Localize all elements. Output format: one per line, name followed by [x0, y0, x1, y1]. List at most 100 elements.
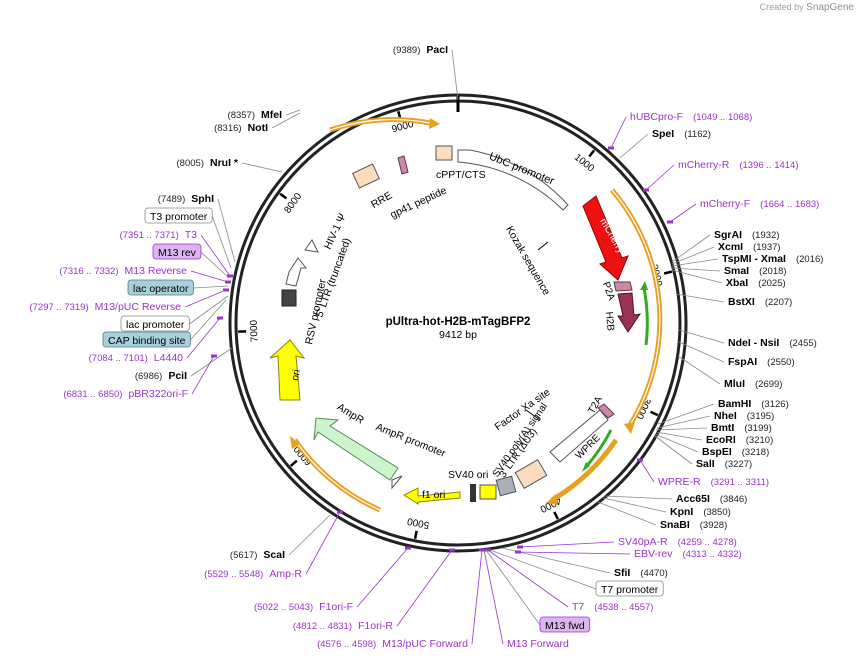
primer-leader-m13-puc-reverse — [184, 289, 227, 308]
primer-t3: T3 — [185, 229, 197, 241]
enzyme-mlui: MluI — [724, 378, 745, 390]
boxed-frame-m13-rev — [152, 243, 202, 260]
tick-6000 — [289, 459, 298, 467]
plasmid-name: pUltra-hot-H2B-mTagBFP2 — [386, 316, 531, 328]
enzyme-xbai: XbaI — [726, 277, 748, 289]
leader-xcmi — [671, 246, 715, 265]
primer-mark-hubcpro-f — [608, 146, 614, 150]
primer-leader-f1ori-f — [356, 547, 409, 608]
leader-sali — [654, 435, 693, 465]
enzyme-pos-sali: (3227) — [725, 459, 752, 470]
backbone-outer — [228, 93, 688, 553]
enzyme-scai: ScaI — [263, 549, 285, 561]
enzyme-bspei: BspEI — [702, 446, 732, 458]
wpre-feature — [549, 409, 609, 463]
primer-f1ori-f: F1ori-F — [319, 601, 353, 613]
primer-mark-mcherry-f — [667, 220, 673, 224]
boxed-frame-cap-site — [102, 331, 191, 348]
rre-label: RRE — [369, 189, 394, 210]
h2b-feature — [617, 292, 642, 333]
snapgene-logo: SnapGene — [806, 2, 854, 13]
leader-spei — [619, 133, 649, 159]
rsv-promoter-feature — [281, 289, 297, 307]
green-arrowhead-upper — [640, 281, 648, 290]
leader-kpni — [602, 497, 667, 513]
primer-m13-puc-forward: M13/pUC Forward — [382, 638, 468, 650]
primer-range-amp-r: (5529 .. 5548) — [204, 569, 263, 580]
enzyme-pos-mlui: (2699) — [755, 379, 782, 390]
enzyme-pos-ecori: (3210) — [746, 435, 773, 446]
leader-pcii — [190, 347, 233, 377]
enzyme-pos-sphi: (7489) — [158, 194, 185, 205]
ampr-promoter-feature — [391, 475, 403, 490]
leader-acc65i — [603, 495, 673, 500]
tick-label-7000: 7000 — [249, 319, 261, 342]
cppt-label: cPPT/CTS — [436, 169, 486, 181]
tick-label-8000: 8000 — [282, 191, 304, 216]
gp41-label: gp41 peptide — [388, 184, 448, 221]
primer-leader-l4440 — [186, 317, 221, 359]
enzyme-pos-mfei: (8357) — [228, 110, 255, 121]
primer-sv40pa-r: SV40pA-R — [618, 536, 668, 548]
boxed-cap-site: CAP binding site — [108, 335, 186, 347]
enzyme-pos-tspmi-xmai: (2016) — [796, 254, 823, 265]
primer-leader-mcherry-f — [669, 203, 697, 223]
primer-mark-amp-r — [337, 510, 343, 514]
tick-3000 — [650, 410, 659, 417]
leader-fspai — [678, 341, 725, 363]
green-arrowhead-lower — [582, 462, 590, 472]
boxed-leader-m13-fwd — [485, 549, 541, 626]
enzyme-noti: NotI — [248, 122, 268, 134]
enzyme-sali: SalI — [696, 458, 715, 470]
snapgene-watermark: Created by SnapGene — [759, 2, 854, 13]
leader-ecori — [655, 431, 703, 441]
primer-range-pbr322ori-f: (6831 .. 6850) — [63, 389, 122, 400]
enzyme-pos-bmti: (3199) — [744, 423, 771, 434]
primer-mark-f1ori-f — [405, 546, 411, 550]
enzyme-ecori: EcoRI — [706, 434, 736, 446]
boxed-lac-operator: lac operator — [133, 283, 189, 295]
ori-label: ori — [290, 369, 303, 382]
plasmid-length: 9412 bp — [439, 329, 477, 341]
primer-m13-reverse: M13 Reverse — [125, 265, 188, 277]
primer-amp-r: Amp-R — [269, 568, 302, 580]
leader-scai — [288, 514, 331, 556]
enzyme-bstxi: BstXI — [728, 296, 755, 308]
leader-nhei — [656, 415, 711, 429]
enzyme-sphi: SphI — [191, 193, 214, 205]
boxed-m13-rev: M13 rev — [158, 247, 197, 259]
primer-range-f1ori-r: (4812 .. 4831) — [293, 621, 352, 632]
factorxa-connector — [525, 409, 541, 421]
boxed-t7-promoter: T7 promoter — [601, 584, 659, 596]
primer-range-m13-puc-reverse: (7297 .. 7319) — [29, 302, 88, 313]
leader-ndei-nsii — [678, 329, 725, 344]
ampr-feature — [313, 417, 399, 481]
orange-arrowhead-lowleft — [290, 436, 300, 449]
primer-range-f1ori-f: (5022 .. 5043) — [254, 602, 313, 613]
primer-hubcpro-f: hUBCpro-F — [630, 111, 683, 123]
orange-arrowhead-top — [429, 118, 440, 129]
primer-range-mcherry-f: (1664 .. 1683) — [760, 199, 819, 210]
enzyme-kpni: KpnI — [670, 506, 693, 518]
orange-arc-top-inner — [329, 119, 431, 131]
enzyme-pos-xbai: (2025) — [758, 278, 785, 289]
primer-mark-mcherry-r — [643, 188, 649, 192]
f1ori-label: f1 ori — [422, 489, 445, 501]
ubc-promoter-arrow — [457, 149, 569, 211]
enzyme-pos-paci: (9389) — [393, 45, 420, 56]
enzyme-pos-pcii: (6986) — [135, 371, 162, 382]
enzyme-snabi: SnaBI — [660, 519, 690, 531]
enzyme-ndei-nsii: NdeI - NsiI — [728, 337, 779, 349]
primer-mark-m13-reverse — [225, 280, 231, 284]
primer-leader-m13-reverse — [190, 270, 229, 283]
enzyme-pos-fspai: (2550) — [767, 357, 794, 368]
primer-mark-ebv-rev — [515, 550, 521, 554]
tick-label-5000: 5000 — [406, 515, 430, 530]
enzyme-pos-sgrai: (1932) — [752, 230, 779, 241]
enzyme-pos-bspei: (3218) — [742, 447, 769, 458]
enzyme-bamhi: BamHI — [718, 398, 751, 410]
leader-xbai — [671, 269, 723, 284]
leader-bamhi — [657, 403, 715, 425]
primer-range-m13-reverse: (7316 .. 7332) — [59, 266, 118, 277]
